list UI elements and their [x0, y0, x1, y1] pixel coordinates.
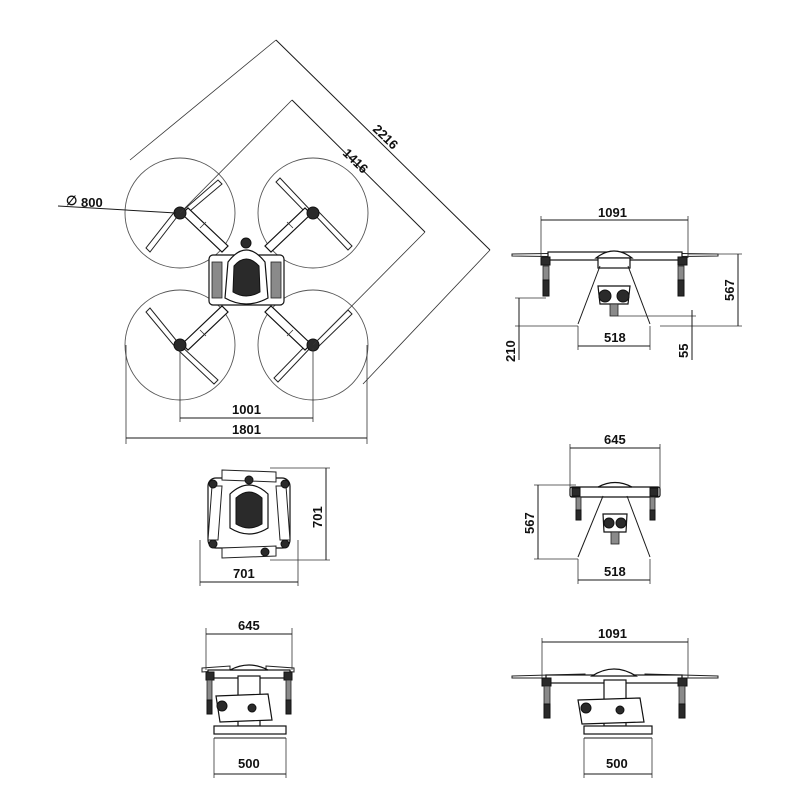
motor-top-right [306, 206, 320, 220]
dimension-tank-clearance: 55 [618, 310, 696, 360]
side-view-unfolded: 1091 500 [511, 626, 719, 778]
top-view: 2216 1416 ∅ 800 1001 1801 [57, 39, 491, 444]
diameter-symbol-icon: ∅ [66, 193, 77, 208]
dimension-side-folded-width: 645 [205, 618, 293, 670]
dimension-label-1091-side: 1091 [598, 626, 627, 641]
dimension-diagonal-outer: 2216 [129, 39, 491, 385]
dimension-ground-clearance: 210 [503, 297, 578, 362]
dimension-overall-width: 1801 [125, 345, 368, 444]
dimension-label-701-horizontal: 701 [233, 566, 255, 581]
dimension-side-folded-base: 500 [213, 738, 287, 778]
dimension-label-800: 800 [81, 195, 103, 210]
propeller-disc-top-right [257, 157, 369, 269]
dimension-label-645-side: 645 [238, 618, 260, 633]
dimension-folded-depth: 701 [270, 467, 330, 561]
dimension-front-height: 567 [660, 253, 742, 327]
dimension-folded-front-width: 645 [569, 432, 661, 488]
dimension-label-567-front: 567 [722, 279, 737, 301]
dimension-label-567-folded: 567 [522, 512, 537, 534]
center-fuselage [208, 237, 285, 306]
dimension-label-701-vertical: 701 [310, 506, 325, 528]
arms [181, 207, 312, 351]
dimension-label-1091: 1091 [598, 205, 627, 220]
dimension-side-unfolded-width: 1091 [541, 626, 689, 678]
folded-top-view: 701 701 [199, 467, 330, 586]
dimension-wheelbase: 1001 [179, 348, 314, 422]
dimension-label-518-front: 518 [604, 330, 626, 345]
front-view-unfolded: 1091 567 518 210 55 [503, 205, 742, 362]
dimension-label-210: 210 [503, 340, 518, 362]
propeller-disc-top-left [124, 157, 236, 269]
dimension-side-unfolded-base: 500 [583, 738, 653, 778]
dimension-skid-width: 518 [577, 326, 651, 350]
side-view-folded: 645 500 [201, 618, 295, 778]
dimension-label-645-front: 645 [604, 432, 626, 447]
dimension-label-1416: 1416 [340, 145, 371, 176]
dimension-label-1801: 1801 [232, 422, 261, 437]
dimension-label-500-folded: 500 [238, 756, 260, 771]
dimension-folded-width: 701 [199, 540, 299, 586]
dimension-label-500-unfolded: 500 [606, 756, 628, 771]
dimension-label-55: 55 [676, 344, 691, 358]
dimension-label-1001: 1001 [232, 402, 261, 417]
front-view-folded: 645 567 518 [522, 432, 661, 584]
dimension-front-width: 1091 [540, 205, 689, 258]
dimension-folded-front-height: 567 [522, 484, 578, 560]
dimension-prop-diameter: ∅ 800 [57, 193, 177, 214]
dimension-label-518-folded: 518 [604, 564, 626, 579]
dimension-folded-skid-width: 518 [577, 559, 651, 584]
